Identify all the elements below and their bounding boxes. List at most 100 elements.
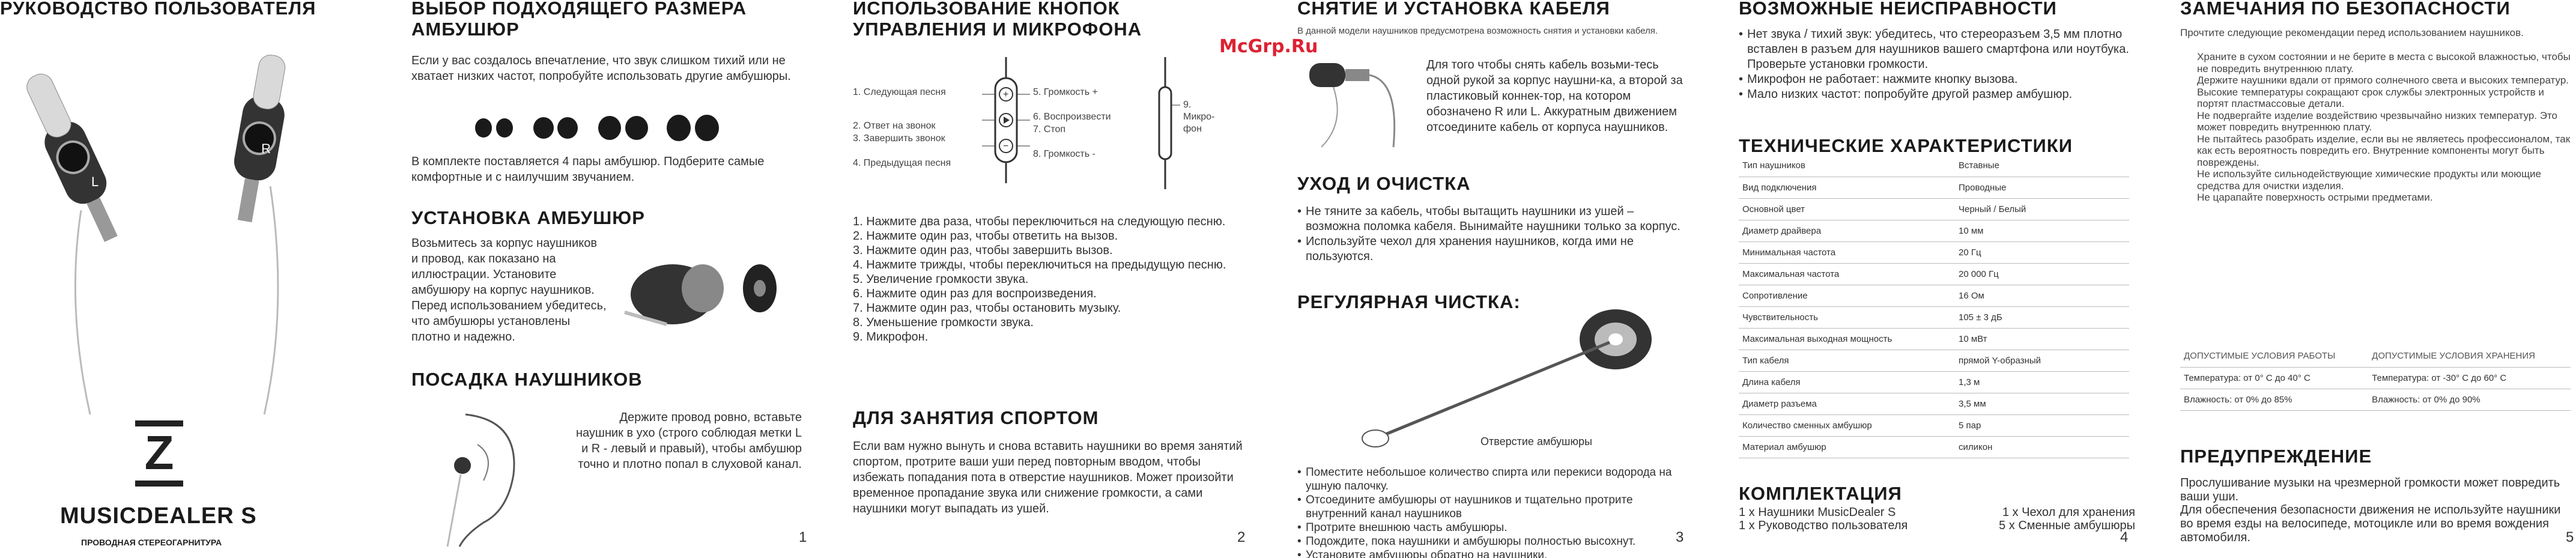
- cleaning-item: Поместите небольшое количество спирта ил…: [1297, 466, 1688, 493]
- cond-cell: Температура: от 0° С до 40° С: [2180, 367, 2369, 389]
- spec-name: Максимальная выходная мощность: [1739, 328, 1955, 350]
- cable-detach-illustration: [1309, 63, 1396, 147]
- step-item: 9. Микрофон.: [853, 330, 929, 344]
- care-title: УХОД И ОЧИСТКА: [1297, 173, 1471, 194]
- step-item: 6. Нажмите один раз для воспроизведения.: [853, 287, 1097, 300]
- spec-name: Материал амбушюр: [1739, 436, 1955, 458]
- panel-cover: РУКОВОДСТВО ПОЛЬЗОВАТЕЛЯ L R Z MUSICDEAL…: [0, 0, 807, 558]
- spec-value: Проводные: [1955, 177, 2129, 199]
- label-answer-call: 2. Ответ на звонок: [853, 121, 936, 131]
- mic-illustration: [1158, 57, 1180, 189]
- specs-title: ТЕХНИЧЕСКИЕ ХАРАКТЕРИСТИКИ: [1739, 135, 2073, 156]
- safety-item: Не подвергайте изделие воздействию чрезв…: [2197, 109, 2557, 133]
- eartips-install-text: Возьмитесь за корпус наушников и провод,…: [411, 237, 607, 344]
- brand-name: MUSICDEALER S: [60, 503, 257, 529]
- cover-title: РУКОВОДСТВО ПОЛЬЗОВАТЕЛЯ: [0, 0, 317, 19]
- spec-name: Вид подключения: [1739, 177, 1955, 199]
- eartips-size-text: Если у вас создалось впечатление, что зв…: [411, 54, 791, 83]
- cable-note: В данной модели наушников предусмотрена …: [1297, 26, 1658, 36]
- spec-value: силикон: [1955, 436, 2129, 458]
- cleaning-list: Поместите небольшое количество спирта ил…: [1297, 466, 1688, 558]
- label-prev-song: 4. Предыдущая песня: [853, 158, 951, 168]
- cleaning-title: РЕГУЛЯРНАЯ ЧИСТКА:: [1297, 291, 1521, 312]
- step-item: 3. Нажмите один раз, чтобы завершить выз…: [853, 244, 1113, 257]
- controls-labels-right: 5. Громкость + 6. Воспроизвести 7. Стоп …: [1033, 86, 1111, 160]
- safety-intro: Прочтите следующие рекомендации перед ис…: [2180, 27, 2524, 38]
- remote-control-illustration: + −: [982, 57, 1030, 183]
- faults-title: ВОЗМОЖНЫЕ НЕИСПРАВНОСТИ: [1739, 0, 2057, 19]
- kit-item: 1 х Наушники MusicDealer S: [1739, 506, 1896, 519]
- cable-title: СНЯТИЕ И УСТАНОВКА КАБЕЛЯ: [1297, 0, 1610, 19]
- label-volume-up: 5. Громкость +: [1033, 87, 1098, 97]
- panel-specs: ВОЗМОЖНЫЕ НЕИСПРАВНОСТИ Нет звука / тихи…: [1739, 0, 2135, 558]
- ear-right-label: R: [261, 141, 271, 156]
- care-item: Используйте чехол для хранения наушников…: [1297, 234, 1688, 264]
- eartips-install-title: УСТАНОВКА АМБУШЮР: [411, 207, 645, 228]
- spec-value: Черный / Белый: [1955, 198, 2129, 220]
- step-item: 1. Нажмите два раза, чтобы переключиться…: [853, 215, 1226, 228]
- fault-item: Нет звука / тихий звук: убедитесь, что с…: [1739, 27, 2135, 72]
- step-item: 7. Нажмите один раз, чтобы остановить му…: [853, 302, 1121, 315]
- fault-item: Мало низких частот: попробуйте другой ра…: [1739, 87, 2135, 102]
- cable-text: Для того чтобы снять кабель возьми-тесь …: [1426, 58, 1683, 134]
- warning-text-1: Прослушивание музыки на чрезмерной громк…: [2180, 476, 2560, 503]
- panel-controls: ИСПОЛЬЗОВАНИЕ КНОПОК УПРАВЛЕНИЯ И МИКРОФ…: [853, 0, 1243, 558]
- label-end-call: 3. Завершить звонок: [853, 133, 945, 144]
- btn-minus-glyph: −: [1003, 141, 1008, 151]
- spec-name: Основной цвет: [1739, 198, 1955, 220]
- ear-left-label: L: [91, 174, 98, 189]
- cleaning-item: Установите амбушюры обратно на наушники.: [1297, 548, 1688, 558]
- controls-title: ИСПОЛЬЗОВАНИЕ КНОПОК УПРАВЛЕНИЯ И МИКРОФ…: [853, 0, 1142, 40]
- watermark: McGrp.Ru: [1219, 36, 1318, 57]
- kit-item: 5 х Сменные амбушюры: [1999, 519, 2135, 532]
- cleaning-item: Отсоедините амбушюры от наушников и тщат…: [1297, 493, 1688, 521]
- spec-name: Тип кабеля: [1739, 350, 1955, 372]
- fit-text: Держите провод ровно, вставьте наушник в…: [575, 411, 802, 471]
- hole-label: Отверстие амбушюры: [1480, 435, 1592, 447]
- kit-item: 1 х Руководство пользователя: [1739, 519, 1908, 532]
- spec-value: 5 пар: [1955, 414, 2129, 437]
- cleaning-item: Протрите внешнюю часть амбушюры.: [1297, 521, 1688, 535]
- safety-item: Не пытайтесь разобрать изделие, если вы …: [2197, 133, 2571, 168]
- spec-name: Тип наушников: [1739, 155, 1955, 177]
- spec-name: Диаметр драйвера: [1739, 220, 1955, 242]
- brand-subtitle: ПРОВОДНАЯ СТЕРЕОГАРНИТУРА: [81, 538, 222, 547]
- cond-cell: Влажность: от 0% до 90%: [2368, 389, 2571, 411]
- label-volume-down: 8. Громкость -: [1033, 149, 1096, 159]
- cleaning-illustration: [1362, 309, 1652, 447]
- sport-title: ДЛЯ ЗАНЯТИЯ СПОРТОМ: [853, 407, 1099, 428]
- safety-item: Держите наушники вдали от прямого солнеч…: [2197, 74, 2569, 109]
- page-number-1: 1: [799, 529, 807, 545]
- controls-steps: 1. Нажмите два раза, чтобы переключиться…: [853, 214, 1243, 344]
- page-number-5: 5: [2566, 529, 2574, 545]
- care-item: Не тяните за кабель, чтобы вытащить науш…: [1297, 204, 1688, 234]
- btn-plus-glyph: +: [1003, 89, 1008, 100]
- brand-logo: Z: [135, 420, 183, 487]
- spec-value: 10 мВт: [1955, 328, 2129, 350]
- page-number-4: 4: [2120, 529, 2129, 545]
- earphones-illustration: L R: [26, 55, 286, 414]
- panel-safety: ЗАМЕЧАНИЯ ПО БЕЗОПАСНОСТИ Прочтите следу…: [2180, 0, 2574, 558]
- spec-value: 20 Гц: [1955, 241, 2129, 264]
- label-next-song: 1. Следующая песня: [853, 87, 946, 97]
- page-number-3: 3: [1676, 529, 1684, 545]
- faults-list: Нет звука / тихий звук: убедитесь, что с…: [1739, 27, 2135, 102]
- cond-cell: Влажность: от 0% до 85%: [2180, 389, 2369, 411]
- fault-item: Микрофон не работает: нажмите кнопку выз…: [1739, 72, 2135, 87]
- spec-name: Количество сменных амбушюр: [1739, 414, 1955, 437]
- spec-name: Чувствительность: [1739, 306, 1955, 329]
- spec-name: Длина кабеля: [1739, 371, 1955, 393]
